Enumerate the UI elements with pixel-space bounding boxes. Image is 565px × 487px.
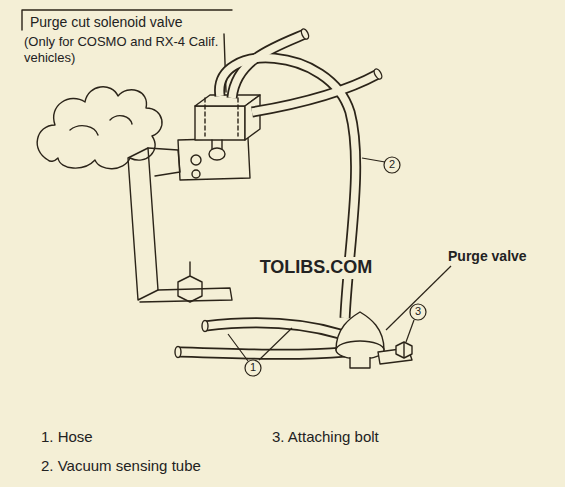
legend-item: 3. Attaching bolt (272, 428, 379, 446)
legend-item: 1. Hose (41, 428, 93, 446)
engine-part (37, 87, 162, 169)
callout-circle (384, 157, 400, 173)
leader-line (406, 320, 414, 342)
callout-circle (410, 304, 426, 320)
bracket-arm (148, 148, 180, 176)
callout-number: 3 (415, 305, 421, 318)
hose (178, 34, 378, 354)
solenoid-side (245, 95, 260, 140)
vacuum-sensing-tube (220, 58, 356, 318)
leader-line (362, 158, 385, 162)
mounting-plate (178, 138, 250, 180)
plate-bolt (192, 170, 200, 178)
leader-line (228, 328, 292, 361)
engine-detail (70, 116, 132, 135)
note: (Only for COSMO and RX-4 Calif. vehicles… (24, 34, 220, 65)
watermark: TOLIBS.COM (257, 257, 376, 279)
hose-end (175, 347, 181, 358)
purge-valve-body (336, 341, 384, 359)
callout-number: 1 (250, 361, 256, 374)
bracket (128, 148, 158, 300)
callout-number: 2 (389, 158, 395, 171)
attaching-bolt (396, 342, 412, 358)
bolt-slot (403, 342, 404, 358)
callout-circle (245, 360, 261, 376)
purge-valve-stem (350, 357, 370, 368)
part-name: Purge valve (448, 248, 527, 265)
hidden-line (205, 98, 238, 136)
hose-end (202, 321, 208, 332)
part-name: Purge cut solenoid valve (30, 14, 183, 31)
hose-end (300, 28, 310, 41)
nozzle-end (209, 148, 225, 160)
hose-end (373, 68, 384, 81)
legend-item: 2. Vacuum sensing tube (41, 457, 201, 475)
bracket-bolt (178, 262, 202, 302)
plate-bolt (191, 155, 201, 165)
leader-line (386, 266, 451, 330)
label-frame (22, 10, 232, 30)
